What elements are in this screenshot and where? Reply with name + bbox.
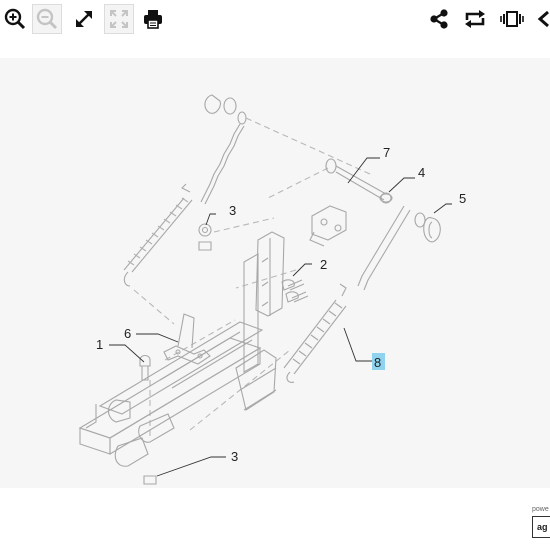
share-button[interactable]: [424, 4, 454, 34]
repeat-button[interactable]: [460, 4, 490, 34]
toolbar: [0, 0, 550, 40]
fit-to-screen-button[interactable]: [104, 4, 134, 34]
share-icon: [428, 8, 450, 30]
zoom-out-button[interactable]: [32, 4, 62, 34]
callout-3-lower[interactable]: 3: [231, 449, 238, 464]
parts-diagram: 7 4 5 3 2 1 6 3 8: [0, 58, 550, 488]
callout-3-upper[interactable]: 3: [229, 203, 236, 218]
more-button[interactable]: [536, 4, 550, 34]
zoom-in-button[interactable]: [0, 4, 30, 34]
powered-by-badge[interactable]: powe ag: [532, 506, 550, 540]
print-button[interactable]: [138, 4, 168, 34]
carousel-button[interactable]: [497, 4, 527, 34]
expand-button[interactable]: [69, 4, 99, 34]
provider-logo: ag: [532, 516, 550, 538]
callout-6[interactable]: 6: [124, 326, 131, 341]
callout-8[interactable]: 8: [374, 355, 381, 370]
more-icon: [536, 8, 550, 30]
exploded-view-drawing: 7 4 5 3 2 1 6 3 8: [78, 94, 466, 485]
callout-5[interactable]: 5: [459, 191, 466, 206]
callout-4[interactable]: 4: [418, 165, 425, 180]
callout-2[interactable]: 2: [320, 257, 327, 272]
callout-7[interactable]: 7: [383, 145, 390, 160]
repeat-icon: [463, 8, 487, 30]
zoom-in-icon: [4, 8, 26, 30]
expand-icon: [73, 8, 95, 30]
zoom-out-icon: [36, 8, 58, 30]
carousel-icon: [500, 8, 524, 30]
callout-8-highlight: [372, 353, 385, 370]
callout-1[interactable]: 1: [96, 337, 103, 352]
fit-icon: [108, 8, 130, 30]
print-icon: [142, 8, 164, 30]
powered-by-text: powe: [532, 506, 549, 513]
